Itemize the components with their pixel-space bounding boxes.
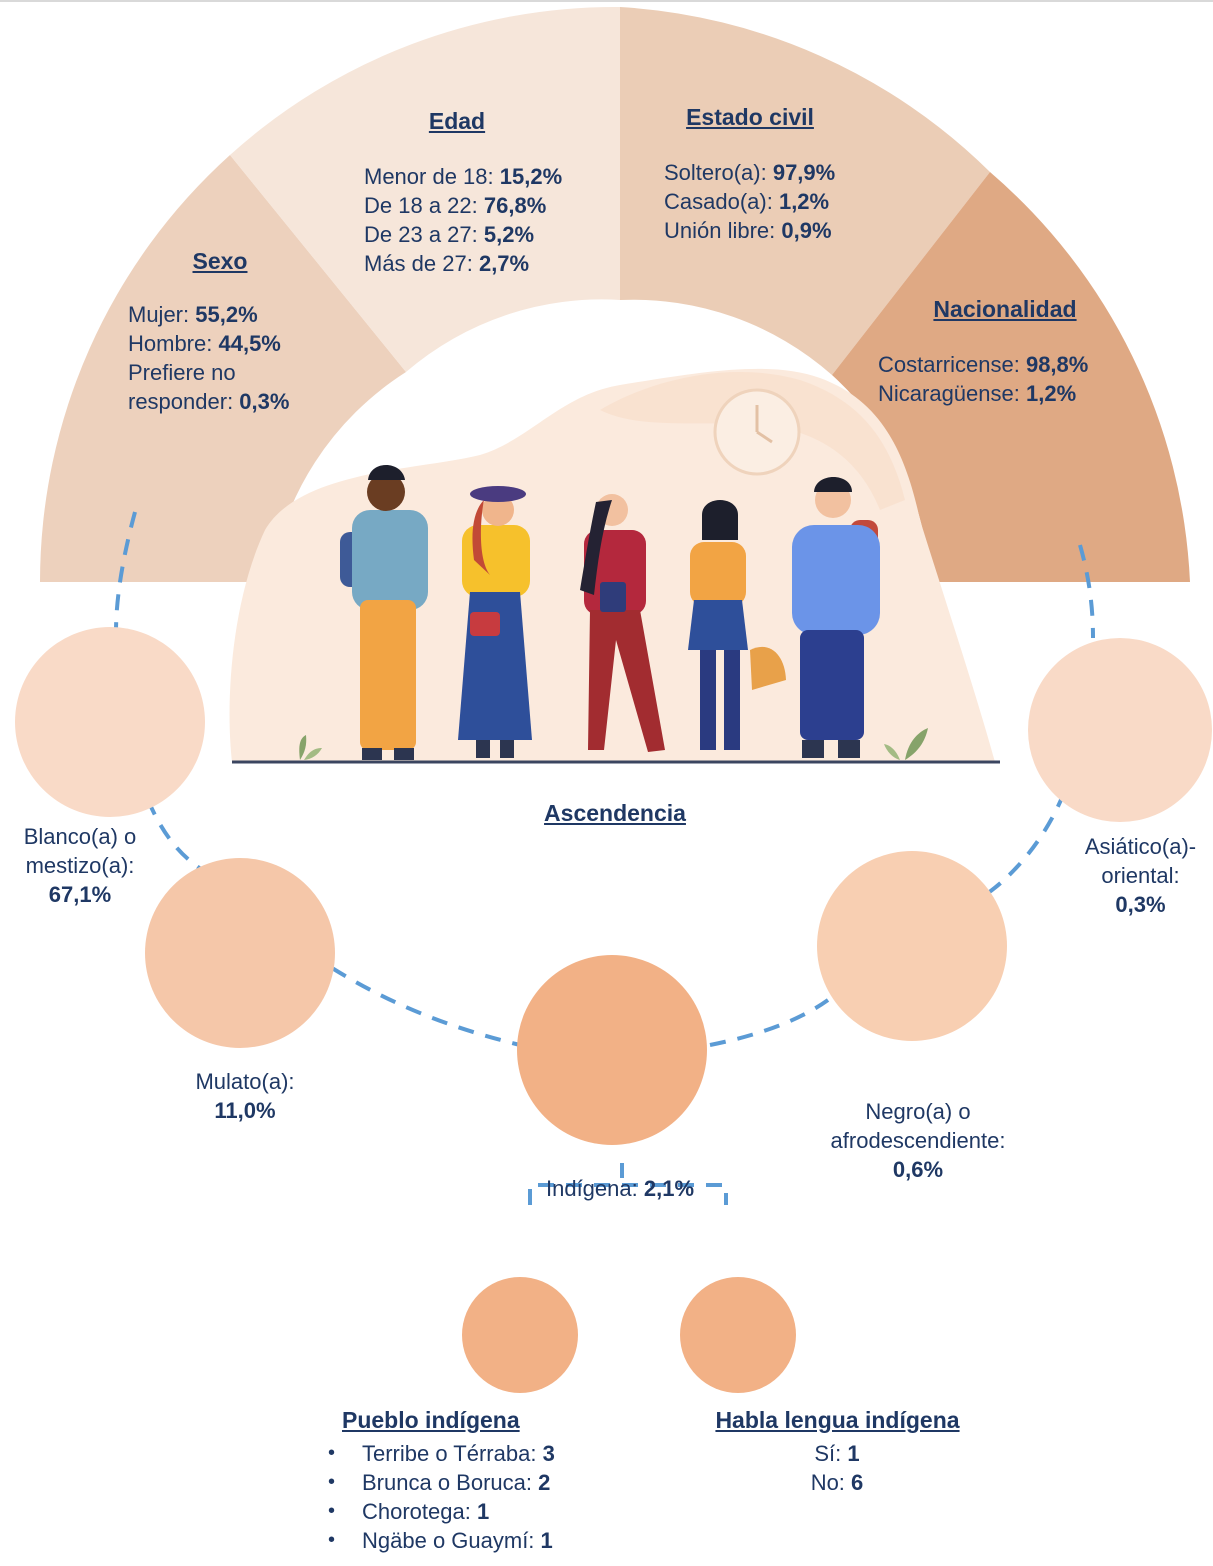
- label-negro-afrodescendiente: Negro(a) o afrodescendiente: 0,6%: [830, 1099, 1006, 1182]
- estado-civil-row: Unión libre: 0,9%: [664, 218, 832, 243]
- nacionalidad-block: Costarricense: 98,8% Nicaragüense: 1,2%: [878, 350, 1148, 408]
- lengua-row: Sí: 1: [814, 1441, 860, 1466]
- ascendencia-title: Ascendencia: [544, 800, 686, 826]
- sexo-title: Sexo: [192, 248, 248, 274]
- estado-civil-block: Soltero(a): 97,9% Casado(a): 1,2% Unión …: [664, 158, 904, 245]
- estado-civil-title: Estado civil: [686, 104, 814, 130]
- label-asiatico-oriental: Asiático(a)- oriental: 0,3%: [1084, 834, 1197, 917]
- circle-negro-afrodescendiente: [817, 851, 1007, 1041]
- sector-nacionalidad: [832, 172, 1190, 582]
- circle-indigena: [517, 955, 707, 1145]
- list-item: Terribe o Térraba: 3: [326, 1439, 646, 1468]
- student-figure: [340, 465, 428, 760]
- plant-icon: [299, 735, 322, 760]
- lengua-indigena-block: Sí: 1 No: 6: [737, 1439, 937, 1497]
- clock-icon: [713, 388, 801, 476]
- lengua-row: No: 6: [810, 1470, 864, 1495]
- pueblo-indigena-title: Pueblo indígena: [342, 1407, 520, 1433]
- student-figure: [688, 500, 786, 750]
- pueblo-indigena-list: Terribe o Térraba: 3 Brunca o Boruca: 2 …: [326, 1439, 646, 1555]
- edad-row: De 18 a 22: 76,8%: [364, 193, 547, 218]
- edad-block: Menor de 18: 15,2% De 18 a 22: 76,8% De …: [364, 162, 619, 278]
- edad-row: Más de 27: 2,7%: [364, 251, 530, 276]
- plant-icon: [884, 728, 928, 760]
- list-item: Chorotega: 1: [326, 1497, 646, 1526]
- sector-estado-civil: [620, 7, 990, 375]
- nacionalidad-title: Nacionalidad: [933, 296, 1077, 322]
- label-blanco-mestizo: Blanco(a) o mestizo(a): 67,1%: [23, 824, 137, 907]
- edad-row: De 23 a 27: 5,2%: [364, 222, 535, 247]
- sexo-block: Mujer: 55,2% Hombre: 44,5% Prefiere no r…: [128, 300, 358, 416]
- sexo-row: Hombre: 44,5%: [128, 331, 281, 356]
- circle-lengua-indigena: [680, 1277, 796, 1393]
- list-item: Brunca o Boruca: 2: [326, 1468, 646, 1497]
- lengua-indigena-title: Habla lengua indígena: [715, 1407, 960, 1433]
- student-figure: [458, 486, 532, 758]
- sector-edad: [230, 6, 620, 372]
- circle-pueblo-indigena: [462, 1277, 578, 1393]
- estado-civil-row: Casado(a): 1,2%: [664, 189, 830, 214]
- student-figure: [792, 477, 880, 758]
- nacionalidad-row: Nicaragüense: 1,2%: [878, 381, 1077, 406]
- edad-row: Menor de 18: 15,2%: [364, 164, 563, 189]
- edad-title: Edad: [428, 108, 486, 134]
- dashed-connector: [114, 511, 1095, 1205]
- list-item: Ngäbe o Guaymí: 1: [326, 1526, 646, 1555]
- student-figure: [580, 494, 665, 752]
- sector-sexo: [40, 155, 406, 582]
- label-indigena: Indígena: 2,1%: [545, 1176, 695, 1201]
- estado-civil-row: Soltero(a): 97,9%: [664, 160, 836, 185]
- illustration-backdrop-top: [600, 371, 905, 510]
- sexo-row: Prefiere no: [128, 360, 236, 385]
- label-mulato: Mulato(a): 11,0%: [195, 1069, 295, 1123]
- circle-asiatico-oriental: [1028, 638, 1212, 822]
- circle-blanco-mestizo: [15, 627, 205, 817]
- sexo-row: responder: 0,3%: [128, 389, 290, 414]
- sexo-row: Mujer: 55,2%: [128, 302, 258, 327]
- circle-mulato: [145, 858, 335, 1048]
- nacionalidad-row: Costarricense: 98,8%: [878, 352, 1089, 377]
